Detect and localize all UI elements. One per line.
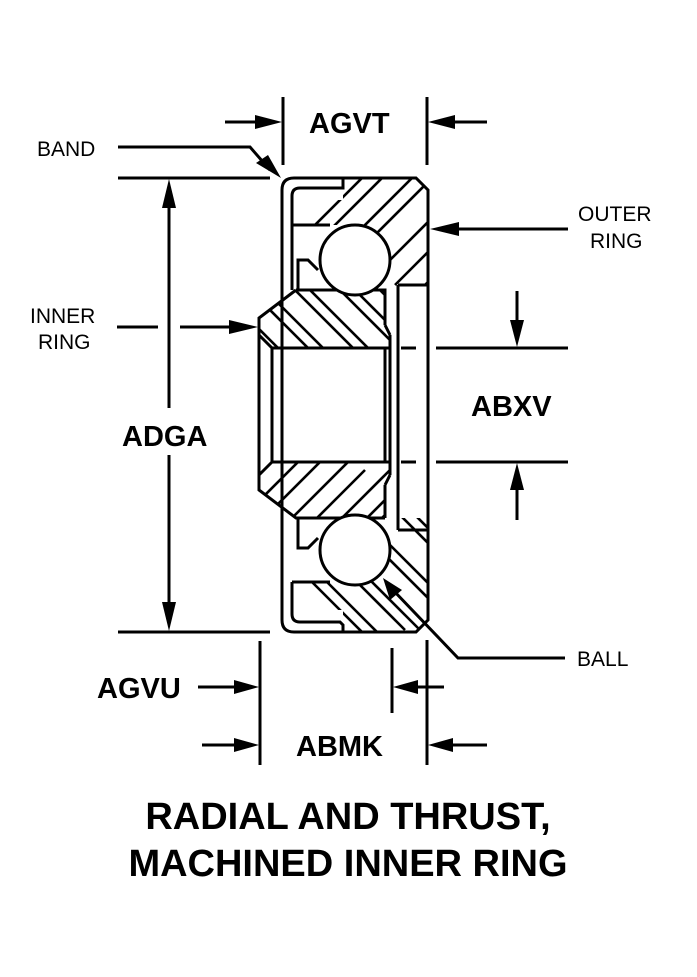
inner-ring-label-line1: INNER <box>30 305 95 328</box>
outer-ring-label-line1: OUTER <box>578 203 652 226</box>
dimension-agvu <box>198 641 262 765</box>
abxv-label: ABXV <box>471 391 552 423</box>
title-line1: RADIAL AND THRUST, <box>145 796 550 838</box>
abmk-label: ABMK <box>296 731 383 763</box>
adga-label: ADGA <box>122 421 207 453</box>
agvt-label: AGVT <box>309 108 390 140</box>
outer-ring-leader <box>430 222 568 236</box>
dimension-agvt <box>225 97 487 165</box>
band-label: BAND <box>37 138 95 161</box>
band-leader <box>118 145 281 178</box>
outer-ring-label-line2: RING <box>590 230 643 253</box>
dimension-abxv <box>436 291 568 520</box>
agvu-label: AGVU <box>97 673 181 705</box>
dimension-abmk <box>202 640 487 765</box>
ball-top <box>318 223 392 297</box>
ball-leader <box>383 578 565 660</box>
band-outline <box>280 176 430 634</box>
ball-bottom <box>318 513 392 587</box>
dimension-adga <box>118 176 270 634</box>
inner-ring-leader <box>117 320 258 334</box>
inner-ring-label-line2: RING <box>38 331 91 354</box>
ball-label: BALL <box>577 648 628 671</box>
bearing-cross-section <box>257 176 430 634</box>
title-line2: MACHINED INNER RING <box>128 843 567 885</box>
